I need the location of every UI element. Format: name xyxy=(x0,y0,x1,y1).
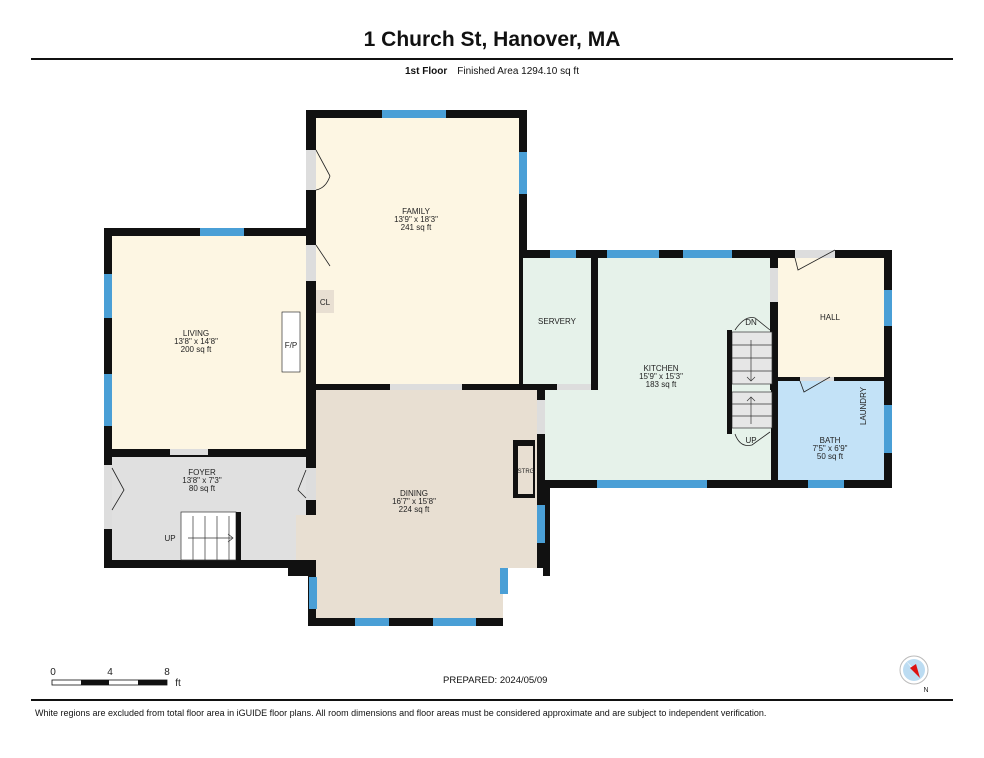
kitchen-stairs-dn: DN xyxy=(745,318,757,327)
foyer-stairs xyxy=(180,511,237,561)
title-divider xyxy=(31,58,953,60)
laundry-name: LAUNDRY xyxy=(859,386,868,425)
bath-dims: 7'5" x 6'9" xyxy=(813,444,848,453)
room-servery xyxy=(523,258,591,384)
living-dims: 13'8" x 14'8" xyxy=(174,337,218,346)
bath-name: BATH xyxy=(820,436,841,445)
family-dims: 13'9" x 18'3" xyxy=(394,215,438,224)
kitchen-area: 183 sq ft xyxy=(646,380,677,389)
footer-divider xyxy=(31,699,953,701)
room-living xyxy=(112,236,306,449)
closet xyxy=(316,290,334,313)
room-family xyxy=(316,118,519,384)
finished-area: Finished Area 1294.10 sq ft xyxy=(457,66,579,77)
room-hall xyxy=(778,258,884,377)
foyer-dims: 13'8" x 7'3" xyxy=(182,476,222,485)
disclaimer: White regions are excluded from total fl… xyxy=(35,708,767,718)
room-bath xyxy=(778,381,884,480)
kitchen-dims: 15'9" x 15'3" xyxy=(639,372,683,381)
scale-unit: ft xyxy=(175,678,181,689)
scale-tick-0: 0 xyxy=(50,667,56,678)
hall-name: HALL xyxy=(820,313,841,322)
living-area: 200 sq ft xyxy=(181,345,212,354)
closet-label: CL xyxy=(320,298,331,307)
dining-name: DINING xyxy=(400,489,428,498)
fireplace-label: F/P xyxy=(285,341,297,350)
dining-area: 224 sq ft xyxy=(399,505,430,514)
door-swings xyxy=(111,149,836,511)
kitchen-name: KITCHEN xyxy=(643,364,678,373)
floor-name: 1st Floor xyxy=(405,66,448,77)
kitchen-stairs-up: UP xyxy=(745,436,756,445)
kitchen-stairs xyxy=(731,331,773,429)
page-title: 1 Church St, Hanover, MA xyxy=(363,28,621,51)
bath-area: 50 sq ft xyxy=(817,452,844,461)
foyer-area: 80 sq ft xyxy=(189,484,216,493)
compass-icon: N xyxy=(899,655,929,694)
scale-tick-8: 8 xyxy=(164,667,170,678)
living-name: LIVING xyxy=(183,329,209,338)
family-area: 241 sq ft xyxy=(401,223,432,232)
fireplace xyxy=(281,311,301,373)
compass-north-label: N xyxy=(923,687,928,694)
door-openings xyxy=(104,150,835,529)
foyer-stairs-up: UP xyxy=(164,534,175,543)
storage-label: STRG xyxy=(518,469,535,475)
servery-name: SERVERY xyxy=(538,317,577,326)
scale-tick-4: 4 xyxy=(107,667,113,678)
floor-subtitle: 1st Floor Finished Area 1294.10 sq ft xyxy=(0,66,984,77)
room-labels: FAMILY 13'9" x 18'3" 241 sq ft LIVING 13… xyxy=(164,207,868,543)
prepared-date: PREPARED: 2024/05/09 xyxy=(443,675,548,686)
windows xyxy=(104,110,892,626)
scale-bar: 0 4 8 ft xyxy=(50,667,181,689)
dining-dims: 16'7" x 15'8" xyxy=(392,497,436,506)
foyer-name: FOYER xyxy=(188,468,216,477)
family-name: FAMILY xyxy=(402,207,431,216)
